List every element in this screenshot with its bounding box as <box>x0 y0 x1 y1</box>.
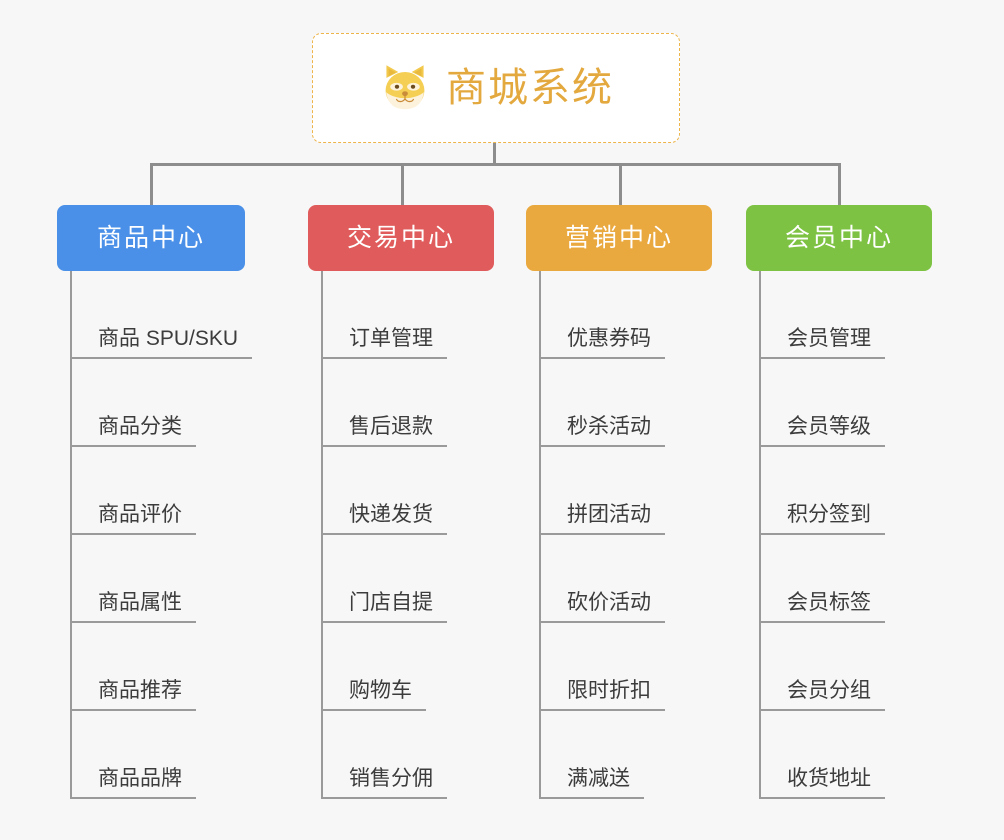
leaf-underline: 拼团活动 <box>539 503 665 535</box>
leaf-item[interactable]: 会员标签 <box>759 535 885 623</box>
leaf-underline: 商品品牌 <box>70 767 196 799</box>
leaf-underline: 会员等级 <box>759 415 885 447</box>
leaf-underline: 收货地址 <box>759 767 885 799</box>
leaf-item[interactable]: 商品属性 <box>70 535 196 623</box>
leaf-label: 商品属性 <box>98 590 182 614</box>
leaf-item[interactable]: 商品分类 <box>70 359 196 447</box>
category-column-2: 交易中心订单管理售后退款快递发货门店自提购物车销售分佣 <box>308 205 494 799</box>
leaf-underline: 满减送 <box>539 767 644 799</box>
leaf-underline: 商品推荐 <box>70 679 196 711</box>
leaf-label: 会员等级 <box>787 414 871 438</box>
leaf-label: 积分签到 <box>787 502 871 526</box>
column-trunk-line <box>759 271 761 799</box>
leaf-item[interactable]: 商品评价 <box>70 447 196 535</box>
leaf-item[interactable]: 会员管理 <box>759 271 885 359</box>
connector-drop-4 <box>838 163 841 205</box>
leaf-underline: 购物车 <box>321 679 426 711</box>
leaf-underline: 秒杀活动 <box>539 415 665 447</box>
leaf-label: 优惠券码 <box>567 326 651 350</box>
leaf-underline: 订单管理 <box>321 327 447 359</box>
category-column-4: 会员中心会员管理会员等级积分签到会员标签会员分组收货地址 <box>746 205 932 799</box>
leaf-underline: 商品 SPU/SKU <box>70 326 253 359</box>
leaf-label: 商品推荐 <box>98 678 182 702</box>
leaf-label: 秒杀活动 <box>567 414 651 438</box>
leaf-underline: 积分签到 <box>759 503 885 535</box>
leaf-item[interactable]: 会员分组 <box>759 623 885 711</box>
leaf-label: 快递发货 <box>349 502 433 526</box>
leaf-underline: 门店自提 <box>321 591 447 623</box>
leaf-item[interactable]: 积分签到 <box>759 447 885 535</box>
leaf-item[interactable]: 商品推荐 <box>70 623 196 711</box>
leaf-label: 商品分类 <box>98 414 182 438</box>
leaf-label: 会员分组 <box>787 678 871 702</box>
leaf-item[interactable]: 销售分佣 <box>321 711 447 799</box>
leaf-label: 砍价活动 <box>567 590 651 614</box>
category-box-4[interactable]: 会员中心 <box>746 205 932 271</box>
leaf-item[interactable]: 商品品牌 <box>70 711 196 799</box>
leaf-label: 销售分佣 <box>349 766 433 790</box>
leaf-item[interactable]: 会员等级 <box>759 359 885 447</box>
leaf-underline: 商品分类 <box>70 415 196 447</box>
category-box-1[interactable]: 商品中心 <box>57 205 245 271</box>
connector-drop-2 <box>401 163 404 205</box>
leaf-label: 商品评价 <box>98 502 182 526</box>
leaf-underline: 会员分组 <box>759 679 885 711</box>
leaf-item[interactable]: 购物车 <box>321 623 426 711</box>
leaf-item[interactable]: 限时折扣 <box>539 623 665 711</box>
leaf-item[interactable]: 砍价活动 <box>539 535 665 623</box>
category-column-3: 营销中心优惠券码秒杀活动拼团活动砍价活动限时折扣满减送 <box>526 205 712 799</box>
root-title: 商城系统 <box>446 66 614 110</box>
connector-drop-3 <box>619 163 622 205</box>
leaf-label: 订单管理 <box>349 326 433 350</box>
leaf-item[interactable]: 满减送 <box>539 711 644 799</box>
leaf-underline: 商品评价 <box>70 503 196 535</box>
leaf-label: 商品 SPU/SKU <box>98 326 239 350</box>
connector-horizontal-bar <box>150 163 841 166</box>
leaf-underline: 会员标签 <box>759 591 885 623</box>
leaf-label: 商品品牌 <box>98 766 182 790</box>
root-node[interactable]: 商城系统 <box>312 33 680 143</box>
leaf-item[interactable]: 订单管理 <box>321 271 447 359</box>
category-label: 交易中心 <box>346 223 455 252</box>
shiba-dog-icon <box>385 65 425 110</box>
leaf-item[interactable]: 商品 SPU/SKU <box>70 271 253 359</box>
category-label: 商品中心 <box>96 223 205 252</box>
leaf-item[interactable]: 快递发货 <box>321 447 447 535</box>
category-label: 营销中心 <box>564 223 673 252</box>
leaf-underline: 会员管理 <box>759 327 885 359</box>
leaf-underline: 砍价活动 <box>539 591 665 623</box>
column-trunk-line <box>321 271 323 799</box>
leaf-underline: 快递发货 <box>321 503 447 535</box>
leaf-underline: 商品属性 <box>70 591 196 623</box>
leaf-underline: 优惠券码 <box>539 327 665 359</box>
connector-root-stem <box>493 143 496 165</box>
leaf-underline: 销售分佣 <box>321 767 447 799</box>
leaf-label: 会员标签 <box>787 590 871 614</box>
leaf-item[interactable]: 拼团活动 <box>539 447 665 535</box>
leaf-item[interactable]: 优惠券码 <box>539 271 665 359</box>
category-column-1: 商品中心商品 SPU/SKU 商品分类商品评价商品属性商品推荐商品品牌 <box>57 205 253 799</box>
leaf-label: 会员管理 <box>787 326 871 350</box>
category-box-3[interactable]: 营销中心 <box>526 205 712 271</box>
leaf-label: 购物车 <box>349 678 412 702</box>
leaf-item[interactable]: 售后退款 <box>321 359 447 447</box>
leaf-underline: 限时折扣 <box>539 679 665 711</box>
leaf-label: 收货地址 <box>787 766 871 790</box>
leaf-label: 门店自提 <box>349 590 433 614</box>
leaf-label: 限时折扣 <box>567 678 651 702</box>
category-box-2[interactable]: 交易中心 <box>308 205 494 271</box>
leaf-item[interactable]: 秒杀活动 <box>539 359 665 447</box>
leaf-item[interactable]: 门店自提 <box>321 535 447 623</box>
column-trunk-line <box>70 271 72 799</box>
column-trunk-line <box>539 271 541 799</box>
leaf-label: 满减送 <box>567 766 630 790</box>
leaf-underline: 售后退款 <box>321 415 447 447</box>
leaf-label: 拼团活动 <box>567 502 651 526</box>
category-label: 会员中心 <box>784 223 893 252</box>
leaf-label: 售后退款 <box>349 414 433 438</box>
connector-drop-1 <box>150 163 153 205</box>
leaf-item[interactable]: 收货地址 <box>759 711 885 799</box>
